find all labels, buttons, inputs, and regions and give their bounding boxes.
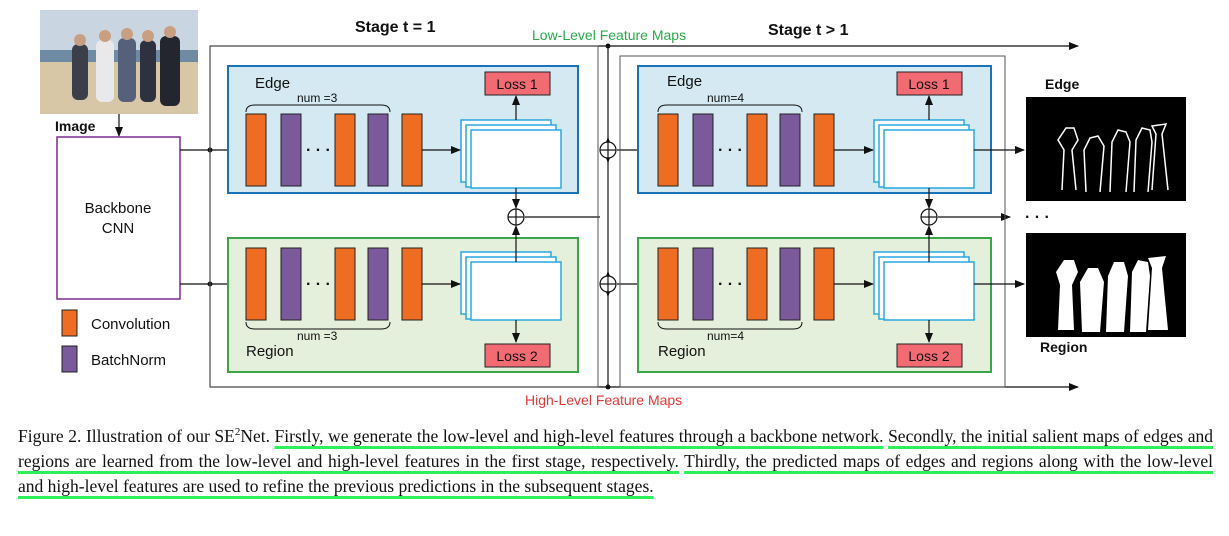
- output-region-silhouettes: [1056, 256, 1168, 332]
- batchnorm-layer: [779, 247, 801, 321]
- caption-prefix: Figure 2. Illustration of our SE: [18, 425, 235, 446]
- output-edge-silhouettes: [1057, 123, 1169, 193]
- backbone-label-line2: CNN: [102, 220, 135, 237]
- high-level-label: High-Level Feature Maps: [525, 392, 682, 408]
- conv-layer: [401, 247, 423, 321]
- caption-sentence-3: Thirdly, the predicted maps of edges and…: [18, 450, 1213, 496]
- stage2-title: Stage t > 1: [768, 22, 849, 39]
- stage1-box: [209, 45, 599, 388]
- output-region-label: Region: [1040, 339, 1087, 355]
- conv-layer: [401, 113, 423, 187]
- stage1-region-num: num =3: [297, 329, 338, 343]
- caption-sentence-1: Firstly, we generate the low-level and h…: [274, 425, 884, 446]
- output-edge-label: Edge: [1045, 76, 1079, 92]
- conv-layer: [813, 113, 835, 187]
- stage2-edge-label: Edge: [667, 73, 702, 90]
- caption-sentence-2: Secondly, the initial salient maps of ed…: [18, 425, 1213, 471]
- stage2-loss1-label: Loss 1: [908, 76, 949, 92]
- stage2-edge-layers: [657, 113, 835, 187]
- conv-layer: [245, 113, 267, 187]
- batchnorm-layer: [692, 247, 714, 321]
- output-edge-map: [1026, 97, 1186, 201]
- sum-nodes: [507, 141, 938, 293]
- stage2-edge-brace: [657, 104, 803, 113]
- stage2-edge-maps: [873, 119, 975, 189]
- backbone-cnn-box: [56, 136, 181, 300]
- conv-layer: [657, 113, 679, 187]
- legend-conv-label: Convolution: [91, 316, 170, 333]
- legend-bn-label: BatchNorm: [91, 352, 166, 369]
- legend-bn-swatch: [61, 345, 78, 373]
- caption-net: Net.: [240, 425, 275, 446]
- stage1-edge-label: Edge: [255, 75, 290, 92]
- junction-dots: [207, 43, 611, 390]
- stage2-loss1-box: [896, 71, 963, 96]
- stage1-region-dots: · · ·: [306, 276, 331, 293]
- caption-sup: 2: [234, 426, 241, 438]
- stage1-title: Stage t = 1: [355, 19, 436, 36]
- stage2-region-maps: [873, 251, 975, 321]
- stage1-loss1-box: [484, 71, 551, 96]
- stage2-edge-dots: · · ·: [718, 142, 743, 159]
- stage2-loss2-box: [896, 343, 963, 368]
- image-label: Image: [55, 118, 96, 134]
- stage2-edge-num: num=4: [707, 91, 744, 105]
- stage1-region-maps: [460, 251, 562, 321]
- backbone-label-line1: Backbone: [85, 200, 152, 217]
- stage2-region-dots: · · ·: [718, 276, 743, 293]
- stage1-edge-maps: [460, 119, 562, 189]
- se2net-diagram: Image Backbone CNN Convolution BatchNorm…: [40, 10, 1186, 408]
- batchnorm-layer: [367, 247, 389, 321]
- batchnorm-layer: [280, 113, 302, 187]
- stage1-edge-num: num =3: [297, 91, 338, 105]
- conv-layer: [245, 247, 267, 321]
- conv-layer: [813, 247, 835, 321]
- conv-layer: [657, 247, 679, 321]
- stage2-region-layers: [657, 247, 835, 321]
- legend-conv-swatch: [61, 309, 78, 337]
- batchnorm-layer: [692, 113, 714, 187]
- batchnorm-layer: [367, 113, 389, 187]
- low-level-label: Low-Level Feature Maps: [532, 27, 686, 43]
- stage1-loss1-label: Loss 1: [496, 76, 537, 92]
- stage1-region-brace: [245, 321, 391, 330]
- stage2-region-label: Region: [658, 343, 706, 360]
- batchnorm-layer: [779, 113, 801, 187]
- stage2-region-num: num=4: [707, 329, 744, 343]
- figure-caption: Figure 2. Illustration of our SE2Net. Fi…: [18, 420, 1213, 499]
- conv-layer: [334, 247, 356, 321]
- stage1-edge-layers: [245, 113, 423, 187]
- stage1-edge-brace: [245, 104, 391, 113]
- conv-layer: [334, 113, 356, 187]
- stage1-edge-dots: · · ·: [306, 142, 331, 159]
- stage2-region-brace: [657, 321, 803, 330]
- stage1-loss2-label: Loss 2: [496, 348, 537, 364]
- stage2-loss2-label: Loss 2: [908, 348, 949, 364]
- conv-layer: [746, 247, 768, 321]
- batchnorm-layer: [280, 247, 302, 321]
- stage1-region-label: Region: [246, 343, 294, 360]
- input-photo: [40, 10, 198, 114]
- stage1-loss2-box: [484, 343, 551, 368]
- stage2-arrows: [834, 95, 1025, 343]
- conv-layer: [746, 113, 768, 187]
- stage1-arrows: [422, 95, 520, 343]
- stage2-box: [619, 55, 1006, 388]
- stage-continuation-dots: · · ·: [1025, 209, 1050, 226]
